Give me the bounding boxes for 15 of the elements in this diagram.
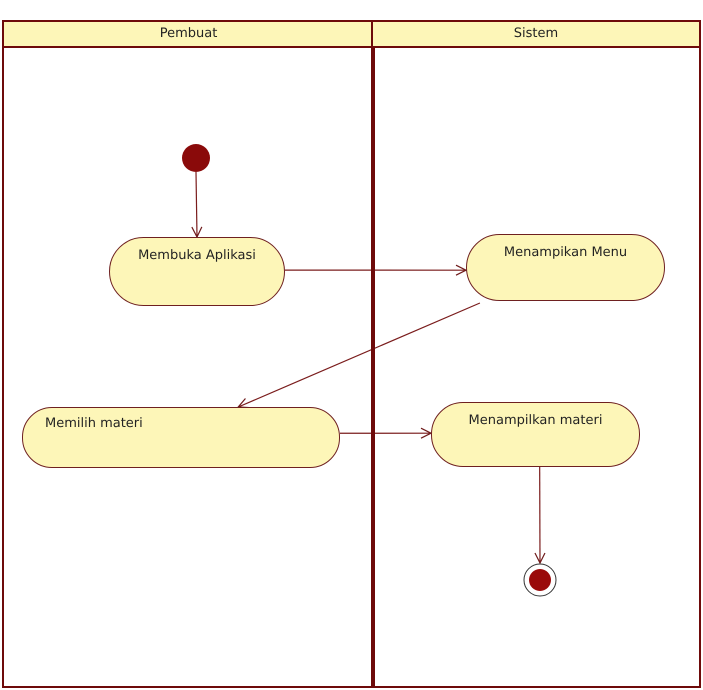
arrow bbox=[340, 428, 432, 439]
arrow bbox=[285, 264, 467, 276]
arrow bbox=[238, 302, 480, 408]
swimlane-header: Sistem bbox=[373, 22, 699, 48]
swimlane-header: Pembuat bbox=[4, 22, 373, 48]
initial-node bbox=[182, 144, 210, 172]
swimlane bbox=[2, 20, 375, 688]
action-node: Menampilkan materi bbox=[431, 402, 640, 467]
arrow bbox=[191, 172, 202, 238]
action-node: Menampikan Menu bbox=[466, 234, 665, 301]
arrow bbox=[534, 467, 546, 564]
action-node: Membuka Aplikasi bbox=[109, 237, 285, 306]
swimlane bbox=[371, 20, 701, 688]
final-node bbox=[523, 563, 557, 597]
action-node: Memilih materi bbox=[22, 407, 340, 468]
